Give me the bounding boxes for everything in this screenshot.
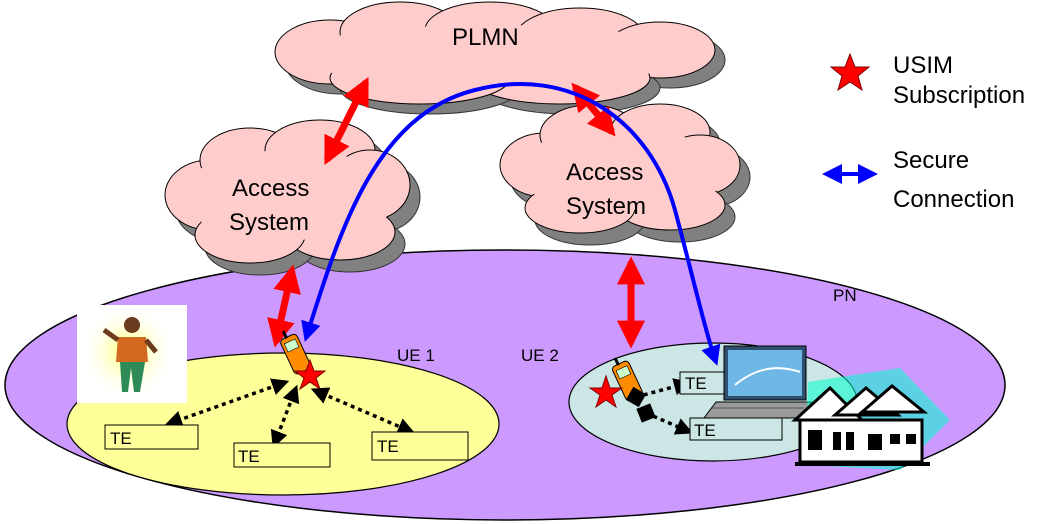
link-plmn-access-left xyxy=(323,76,370,166)
house-icon xyxy=(791,368,950,470)
laptop-icon[interactable] xyxy=(703,345,813,419)
legend-usim-line2: Subscription xyxy=(893,82,1025,109)
te-label: TE xyxy=(238,447,260,466)
te-box[interactable]: TE xyxy=(233,442,331,468)
usim-star-icon-ue2 xyxy=(588,374,624,409)
te-box[interactable]: TE xyxy=(371,431,469,461)
te-box[interactable]: TE xyxy=(104,424,199,450)
ue1-local-links xyxy=(164,378,416,449)
access-system-cloud-left: Access System xyxy=(164,119,421,276)
plmn-cloud: PLMN xyxy=(274,1,726,115)
te-label: TE xyxy=(694,421,716,440)
te-label: TE xyxy=(685,374,707,393)
ue1-label: UE 1 xyxy=(397,346,435,365)
legend: USIM Subscription Secure Connection xyxy=(822,52,1025,213)
usim-star-icon-ue1 xyxy=(293,358,327,391)
ue2-label: UE 2 xyxy=(521,346,559,365)
legend-secure-line2: Connection xyxy=(893,186,1014,213)
access-right-line2: System xyxy=(566,193,646,220)
secure-connection-arc xyxy=(301,81,721,366)
te-box[interactable]: TE xyxy=(689,417,783,441)
plmn-label: PLMN xyxy=(452,24,519,51)
person-with-phone-icon xyxy=(77,304,187,403)
access-left-line1: Access xyxy=(232,175,309,202)
te-label: TE xyxy=(110,429,132,448)
pn-label: PN xyxy=(833,286,857,305)
ue2-local-links xyxy=(625,378,694,435)
link-access-left-ue1 xyxy=(267,264,301,348)
access-system-cloud-right: Access System xyxy=(499,103,751,246)
legend-usim-line1: USIM xyxy=(893,52,953,79)
access-right-line1: Access xyxy=(566,159,643,186)
te-label: TE xyxy=(377,437,399,456)
access-left-line2: System xyxy=(229,209,309,236)
star-icon xyxy=(829,52,871,92)
legend-secure-line1: Secure xyxy=(893,147,969,174)
